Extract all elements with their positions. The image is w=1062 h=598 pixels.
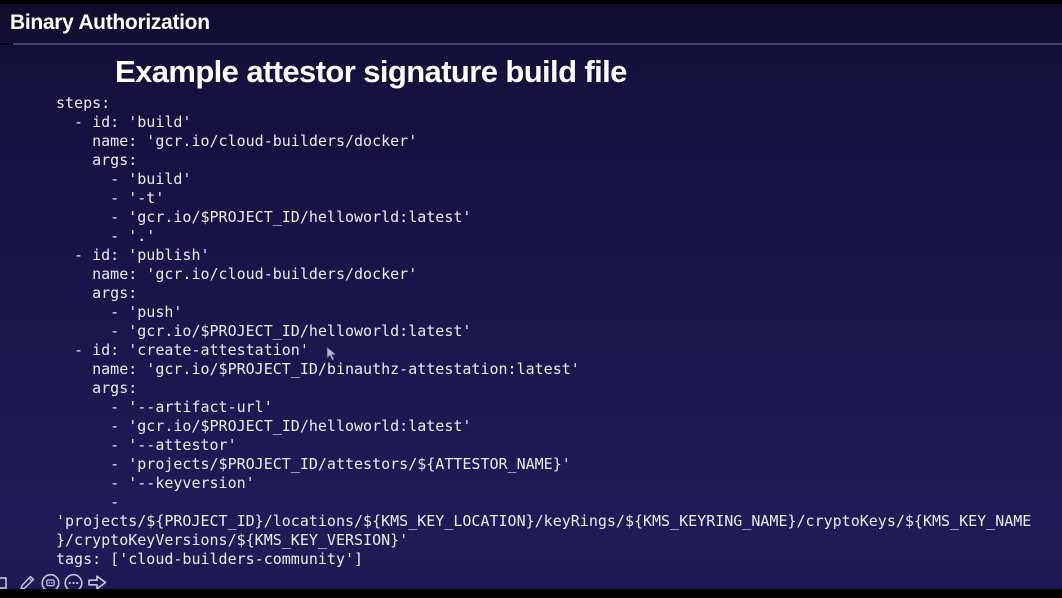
pencil-tool-icon[interactable] <box>17 572 38 593</box>
slide-heading: Example attestor signature build file <box>115 54 627 89</box>
mouse-cursor-icon <box>326 346 338 362</box>
yaml-code-block: steps: - id: 'build' name: 'gcr.io/cloud… <box>56 94 1032 568</box>
next-slide-arrow-icon[interactable] <box>86 572 107 593</box>
presentation-title: Binary Authorization <box>10 11 210 34</box>
header-divider <box>13 43 1062 45</box>
bottom-letterbox <box>0 589 1062 598</box>
partial-square-icon[interactable] <box>0 572 15 593</box>
header-bar: Binary Authorization <box>0 4 1062 43</box>
slide-body: Example attestor signature build file st… <box>0 45 1062 589</box>
